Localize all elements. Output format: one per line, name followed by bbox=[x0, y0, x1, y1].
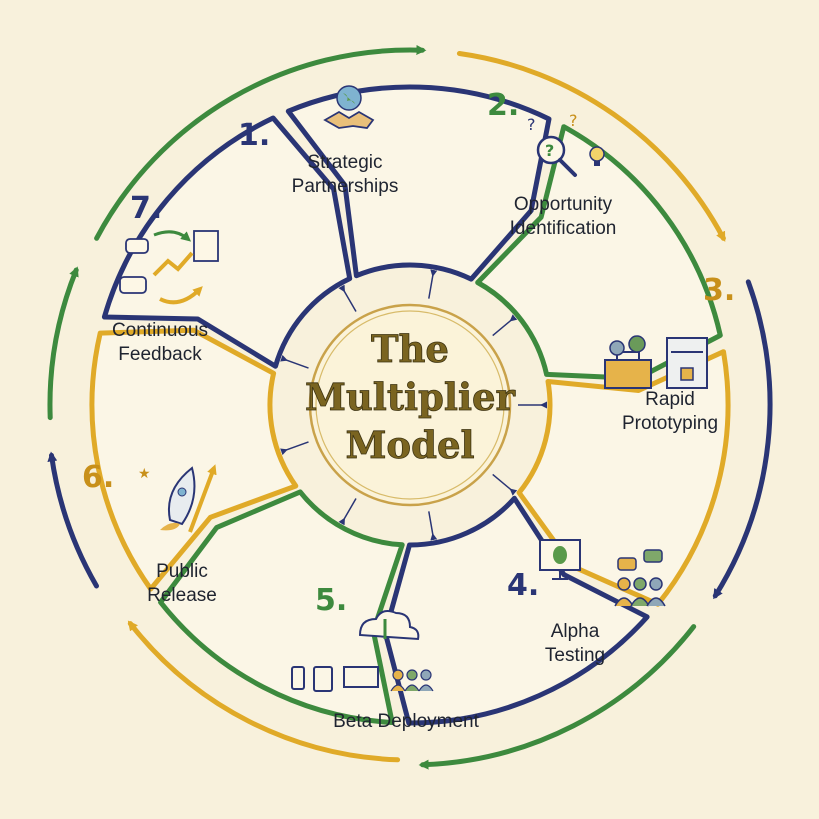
step-label-7-line-1: Continuous bbox=[112, 320, 208, 341]
step-number-4: 4. bbox=[507, 568, 539, 603]
step-label-7-line-2: Feedback bbox=[118, 344, 202, 365]
title-line-3: Model bbox=[345, 423, 474, 467]
cycle-arrow-5 bbox=[127, 620, 401, 763]
radial-arrow-9 bbox=[338, 284, 357, 312]
bug-monitor-users-icon bbox=[539, 539, 666, 607]
cycle-arrow-4 bbox=[418, 624, 697, 770]
title-line-2: Multiplier bbox=[305, 375, 516, 419]
step-icons: ??? ★ bbox=[119, 85, 708, 692]
rocket-launch-icon: ★ bbox=[138, 464, 217, 533]
segment-step-5 bbox=[158, 489, 405, 725]
step-number-7: 7. bbox=[130, 191, 162, 226]
step-label-2-line-1: Opportunity bbox=[514, 194, 613, 215]
step-number-3: 3. bbox=[703, 273, 735, 308]
svg-text:★: ★ bbox=[138, 466, 151, 482]
step-label-4-line-2: Testing bbox=[545, 645, 605, 666]
cycle-arrow-1 bbox=[94, 44, 427, 241]
step-label-1-line-1: Strategic bbox=[308, 152, 383, 173]
step-label-3-line-2: Prototyping bbox=[622, 413, 718, 434]
radial-arrow-2 bbox=[492, 314, 518, 337]
cycle-arrow-7 bbox=[47, 266, 79, 421]
radial-arrow-1 bbox=[428, 269, 438, 299]
cycle-arrow-2 bbox=[456, 51, 726, 242]
handshake-globe-icon bbox=[323, 85, 375, 129]
segment-step-1 bbox=[285, 84, 552, 282]
step-label-3-line-1: Rapid bbox=[645, 389, 695, 410]
step-label-4-line-1: Alpha bbox=[551, 621, 600, 642]
radial-arrow-8 bbox=[280, 354, 309, 369]
radial-arrow-6 bbox=[338, 498, 357, 526]
step-label-1-line-2: Partnerships bbox=[292, 176, 399, 197]
cloud-devices-icon bbox=[291, 610, 434, 692]
segment-step-6 bbox=[89, 327, 299, 592]
feedback-loop-icon bbox=[119, 230, 219, 305]
svg-text:?: ? bbox=[527, 115, 536, 134]
svg-text:?: ? bbox=[545, 141, 554, 160]
center-circle-inner-ring bbox=[315, 310, 505, 500]
step-number-5: 5. bbox=[315, 583, 347, 618]
segment-step-4 bbox=[382, 495, 650, 726]
3d-printer-toolbox-icon bbox=[604, 335, 708, 389]
step-number-2: 2. bbox=[487, 88, 519, 123]
magnifier-questions-icon: ??? bbox=[527, 111, 605, 177]
radial-arrow-5 bbox=[428, 511, 438, 541]
segment-step-2 bbox=[475, 124, 723, 381]
center-circle bbox=[308, 303, 512, 507]
step-number-6: 6. bbox=[82, 460, 114, 495]
cycle-arrow-6 bbox=[47, 451, 99, 589]
step-number-1: 1. bbox=[238, 118, 270, 153]
step-label-5-line-1: Beta Deployment bbox=[333, 711, 479, 732]
svg-text:?: ? bbox=[569, 111, 578, 130]
radial-arrow-4 bbox=[492, 473, 518, 496]
step-label-6-line-1: Public bbox=[156, 561, 208, 582]
cycle-arrow-3 bbox=[712, 279, 773, 600]
step-label-2-line-2: Identification bbox=[510, 218, 617, 239]
title-line-1: The bbox=[371, 327, 449, 371]
outer-cycle-arrows bbox=[47, 44, 773, 770]
step-label-6-line-2: Release bbox=[147, 585, 217, 606]
radial-arrow-7 bbox=[280, 441, 309, 456]
